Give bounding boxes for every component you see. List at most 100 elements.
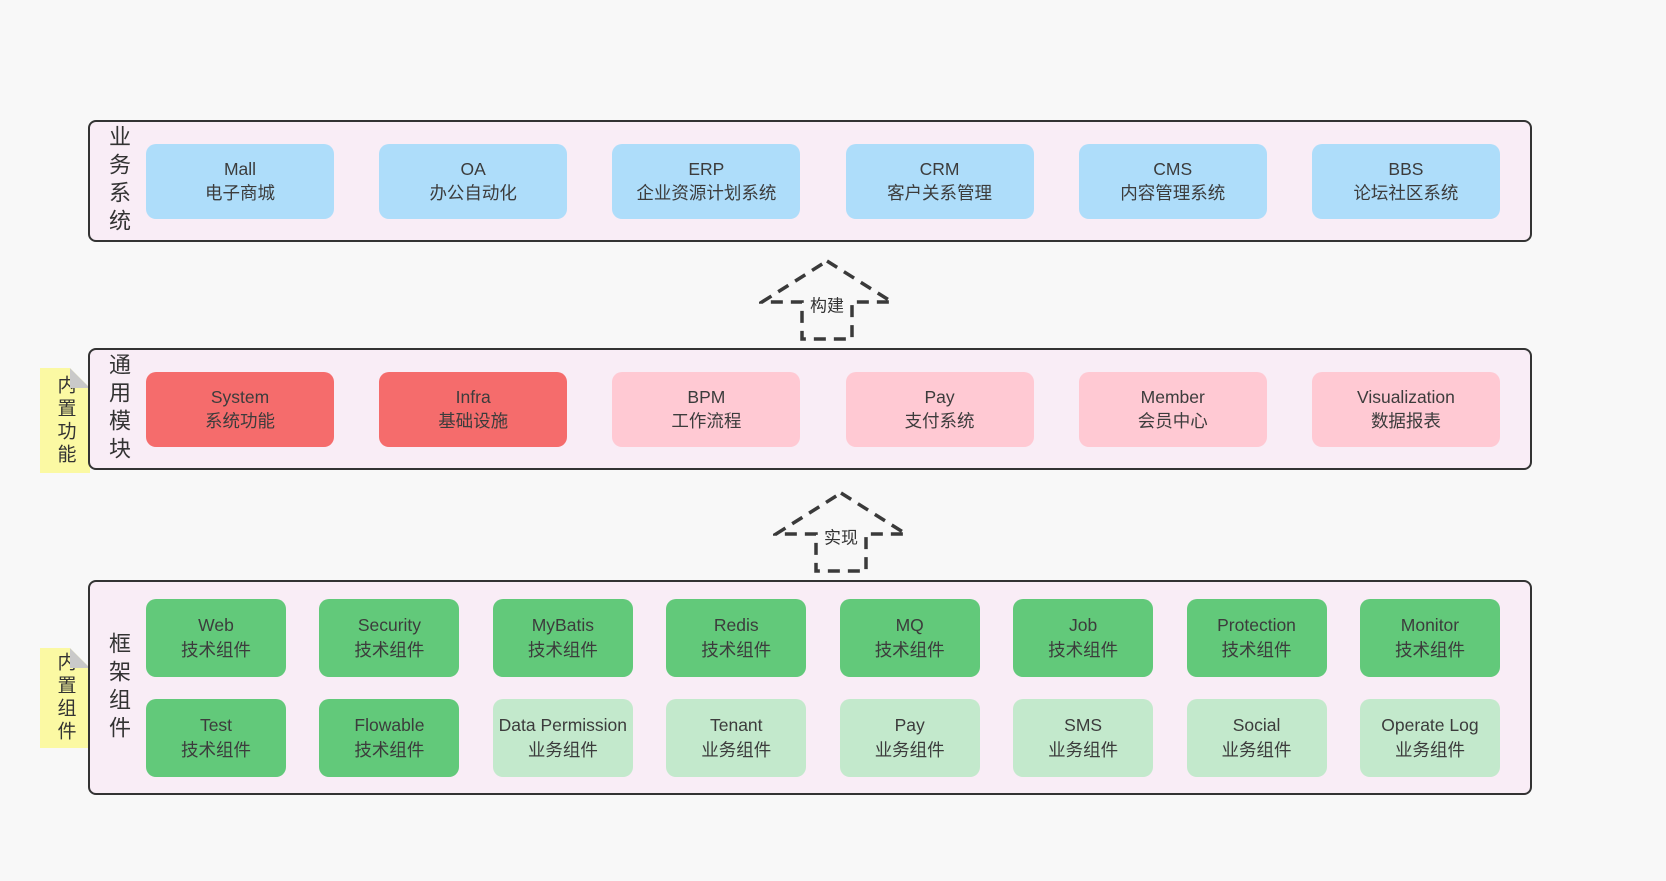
arrow-label: 构建 <box>807 291 847 317</box>
sticky-fold-corner <box>70 648 90 668</box>
box-title: Member <box>1140 386 1205 407</box>
box-security: Security 技术组件 <box>319 598 460 677</box>
sticky-note-builtin-components: 内置组件 <box>40 648 90 748</box>
box-tenant: Tenant 业务组件 <box>666 698 807 777</box>
box-infra: Infra 基础设施 <box>379 371 568 447</box>
box-subtitle: 业务组件 <box>1221 739 1292 760</box>
box-subtitle: 技术组件 <box>701 639 772 660</box>
dashed-up-arrow-build: 构建 <box>759 258 895 342</box>
box-title: Tenant <box>709 715 763 735</box>
box-test: Test 技术组件 <box>146 698 286 777</box>
box-title: System <box>210 386 270 407</box>
box-subtitle: 系统功能 <box>205 411 275 431</box>
box-title: Flowable <box>354 715 425 735</box>
box-flowable: Flowable 技术组件 <box>319 698 460 777</box>
box-title: MQ <box>895 615 924 635</box>
box-crm: CRM 客户关系管理 <box>845 143 1034 219</box>
band-framework-components: 框架组件 Web 技术组件 Security 技术组件 MyBatis 技术组件… <box>88 580 1532 795</box>
box-subtitle: 内容管理系统 <box>1120 183 1226 203</box>
band-label-common-modules: 通用模块 <box>106 353 131 465</box>
box-operate-log: Operate Log 业务组件 <box>1359 698 1500 777</box>
box-data-permission: Data Permission 业务组件 <box>492 698 633 777</box>
box-bpm: BPM 工作流程 <box>612 371 801 447</box>
box-title: Job <box>1069 615 1098 635</box>
box-mall: Mall 电子商城 <box>146 143 334 219</box>
box-title: CRM <box>919 158 960 179</box>
box-subtitle: 企业资源计划系统 <box>636 183 777 203</box>
box-subtitle: 业务组件 <box>701 739 772 760</box>
box-title: MyBatis <box>531 615 594 635</box>
box-title: Web <box>198 615 234 635</box>
box-subtitle: 基础设施 <box>438 411 509 431</box>
box-erp: ERP 企业资源计划系统 <box>612 143 801 219</box>
box-subtitle: 业务组件 <box>527 739 598 760</box>
box-subtitle: 技术组件 <box>354 739 425 760</box>
box-subtitle: 技术组件 <box>1221 639 1292 660</box>
box-subtitle: 数据报表 <box>1370 411 1441 431</box>
box-subtitle: 支付系统 <box>904 411 975 431</box>
band-label-framework-components: 框架组件 <box>106 631 131 744</box>
box-pay-component: Pay 业务组件 <box>839 698 980 777</box>
box-subtitle: 电子商城 <box>205 183 275 203</box>
box-subtitle: 业务组件 <box>1394 739 1465 760</box>
box-cms: CMS 内容管理系统 <box>1078 143 1267 219</box>
band-common-modules: 通用模块 System 系统功能 Infra 基础设施 BPM 工作流程 Pay… <box>88 348 1532 470</box>
box-title: OA <box>460 158 486 179</box>
box-mybatis: MyBatis 技术组件 <box>492 598 633 677</box>
box-subtitle: 技术组件 <box>354 639 425 660</box>
box-redis: Redis 技术组件 <box>666 598 807 677</box>
sticky-note-builtin-features: 内置功能 <box>40 368 90 473</box>
band-content: Web 技术组件 Security 技术组件 MyBatis 技术组件 Redi… <box>146 582 1530 793</box>
box-subtitle: 技术组件 <box>181 739 251 760</box>
box-oa: OA 办公自动化 <box>379 143 568 219</box>
box-subtitle: 技术组件 <box>181 639 251 660</box>
box-title: BPM <box>687 386 726 407</box>
components-row-1: Web 技术组件 Security 技术组件 MyBatis 技术组件 Redi… <box>146 598 1500 677</box>
up-arrow-icon <box>759 258 895 341</box>
box-title: Infra <box>455 386 491 407</box>
box-title: Monitor <box>1400 615 1460 635</box>
sticky-label: 内置功能 <box>54 374 76 467</box>
box-title: Test <box>199 715 233 735</box>
box-member: Member 会员中心 <box>1078 371 1267 447</box>
band-content: Mall 电子商城 OA 办公自动化 ERP 企业资源计划系统 CRM 客户关系… <box>146 122 1530 240</box>
box-subtitle: 工作流程 <box>671 411 742 431</box>
box-mq: MQ 技术组件 <box>839 598 980 677</box>
box-title: Redis <box>713 615 759 635</box>
box-subtitle: 会员中心 <box>1137 411 1208 431</box>
box-bbs: BBS 论坛社区系统 <box>1311 143 1500 219</box>
box-title: BBS <box>1388 158 1424 179</box>
box-system: System 系统功能 <box>146 371 334 447</box>
sticky-label: 内置组件 <box>54 652 76 744</box>
box-subtitle: 业务组件 <box>1048 739 1119 760</box>
box-title: SMS <box>1064 715 1103 735</box>
box-title: Security <box>357 615 422 635</box>
sticky-fold-corner <box>70 368 90 388</box>
box-subtitle: 技术组件 <box>1048 639 1119 660</box>
box-monitor: Monitor 技术组件 <box>1359 598 1500 677</box>
box-title: Visualization <box>1356 386 1455 407</box>
box-pay-module: Pay 支付系统 <box>845 371 1034 447</box>
box-subtitle: 论坛社区系统 <box>1353 183 1459 203</box>
box-title: Pay <box>924 386 955 407</box>
up-arrow-icon <box>773 490 909 573</box>
box-subtitle: 客户关系管理 <box>887 183 993 203</box>
box-subtitle: 业务组件 <box>874 739 945 760</box>
box-subtitle: 技术组件 <box>1394 639 1465 660</box>
band-content: System 系统功能 Infra 基础设施 BPM 工作流程 Pay 支付系统… <box>146 350 1530 468</box>
box-sms: SMS 业务组件 <box>1013 698 1154 777</box>
box-subtitle: 技术组件 <box>874 639 945 660</box>
box-title: ERP <box>688 158 725 179</box>
box-title: Operate Log <box>1381 715 1479 735</box>
box-title: CMS <box>1153 158 1193 179</box>
box-subtitle: 技术组件 <box>527 639 598 660</box>
box-title: Protection <box>1217 615 1296 635</box>
box-title: Pay <box>894 715 925 735</box>
box-protection: Protection 技术组件 <box>1186 598 1327 677</box>
box-title: Social <box>1232 715 1281 735</box>
box-social: Social 业务组件 <box>1186 698 1327 777</box>
box-subtitle: 办公自动化 <box>429 183 517 203</box>
dashed-up-arrow-implement: 实现 <box>773 490 909 574</box>
box-visualization: Visualization 数据报表 <box>1311 371 1500 447</box>
